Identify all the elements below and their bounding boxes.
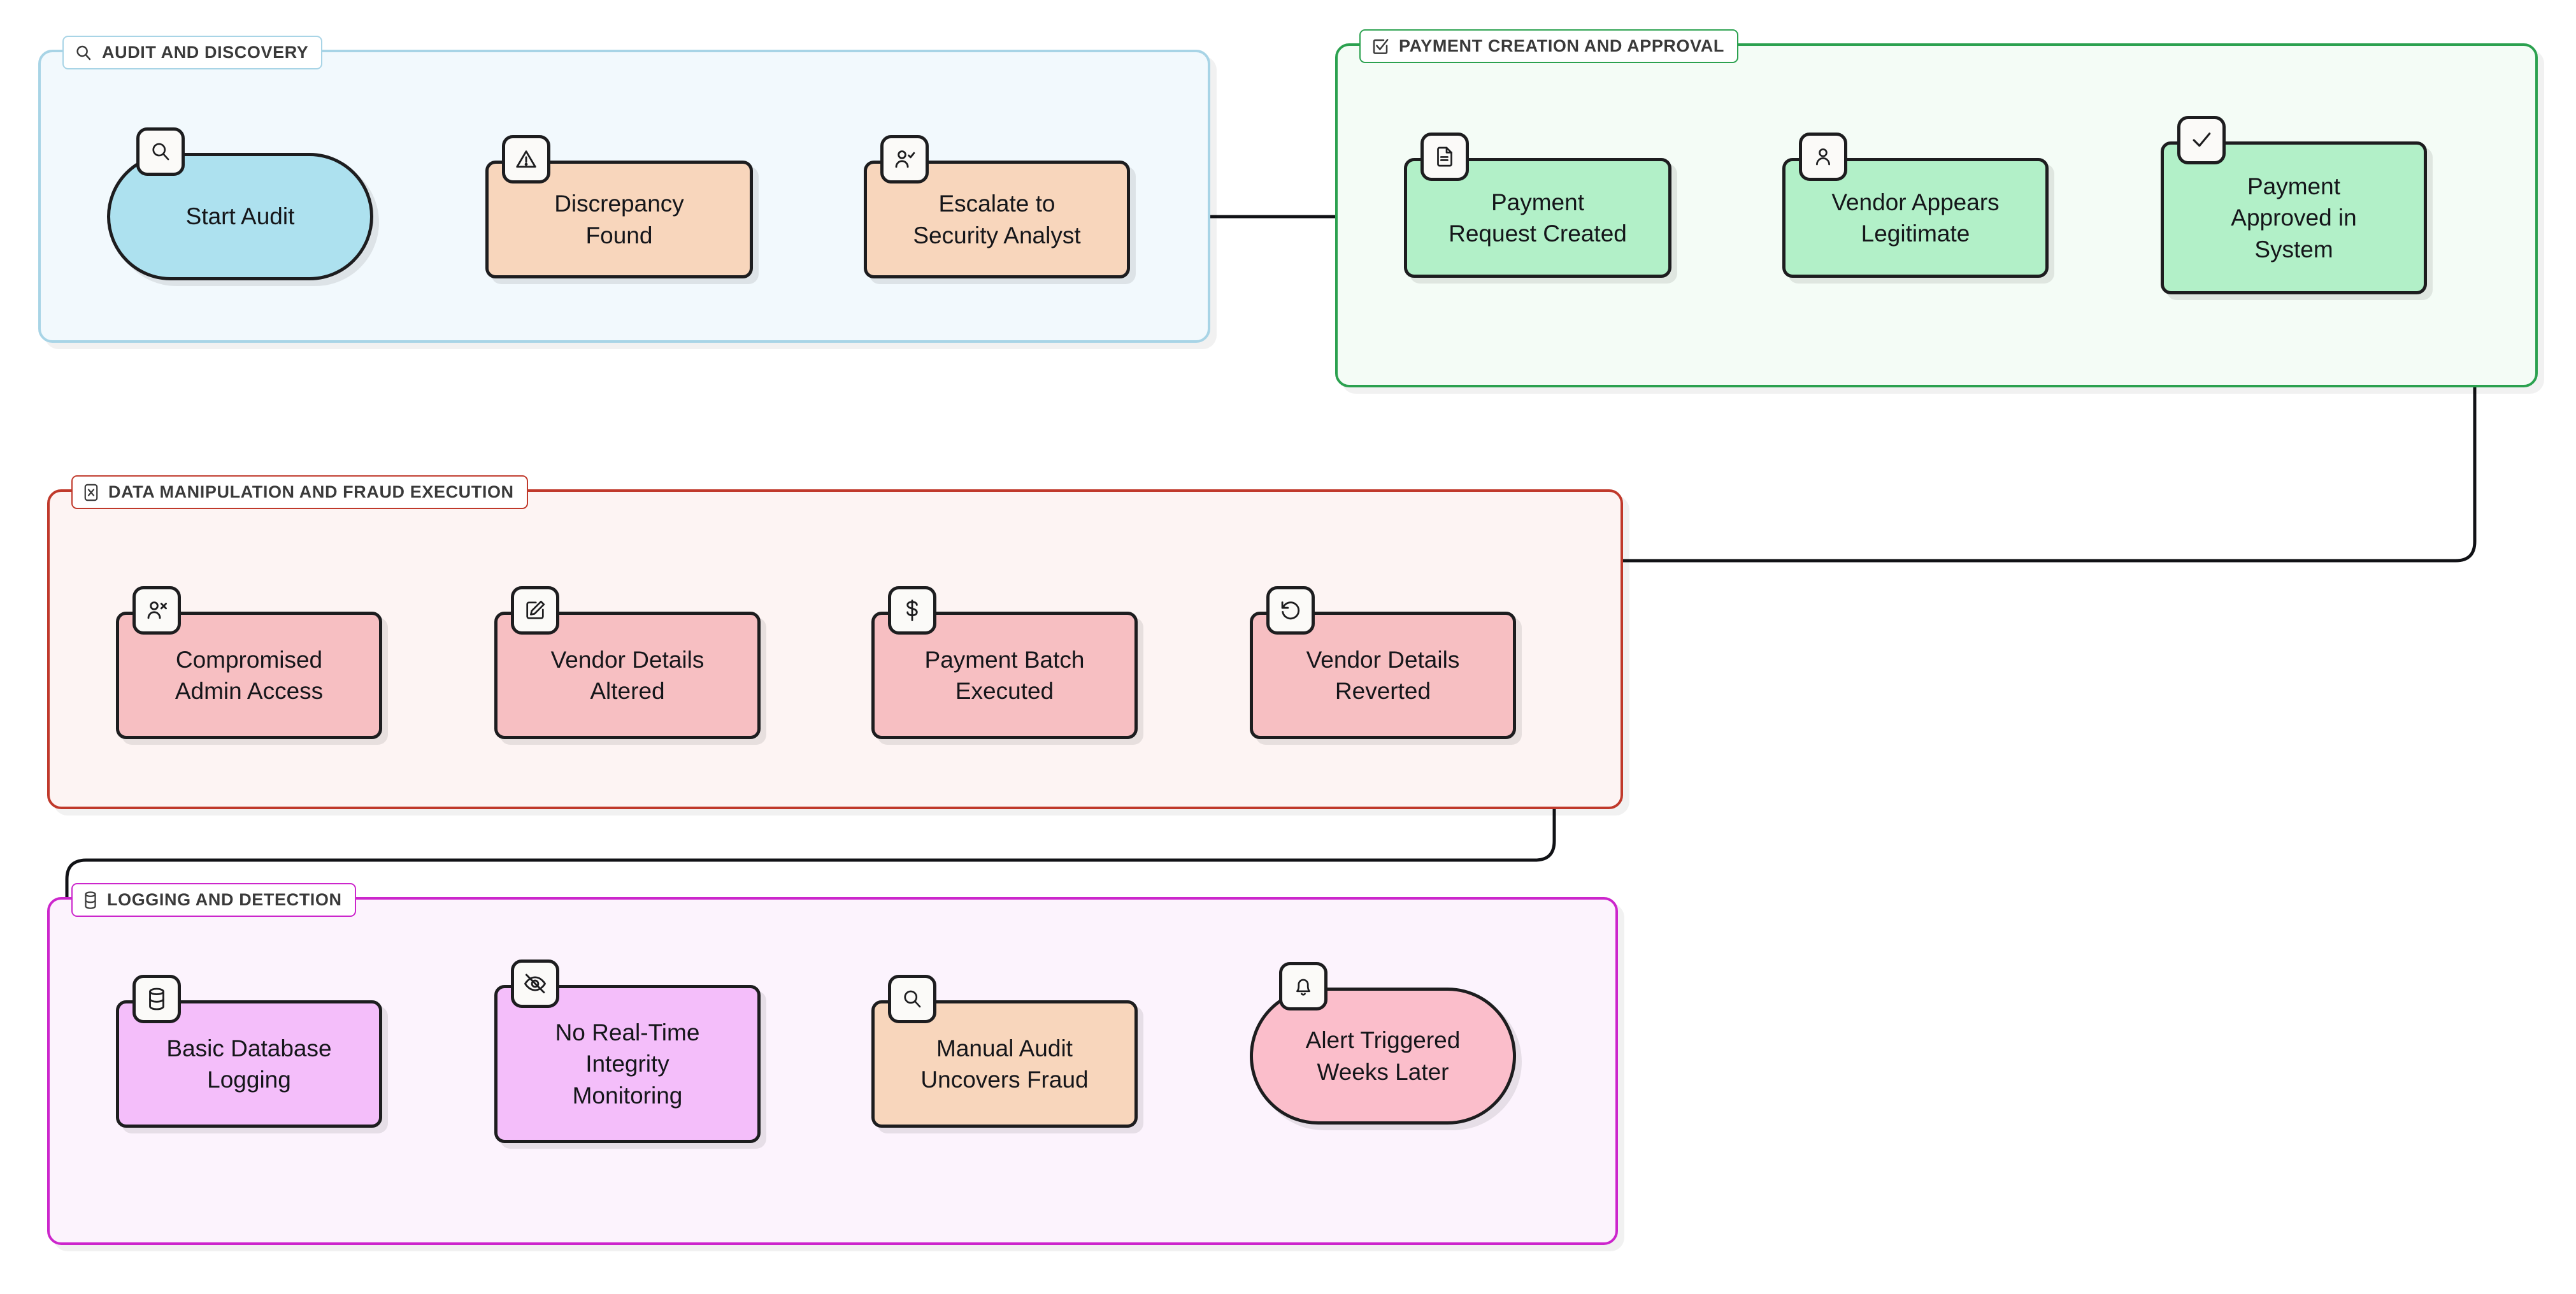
node-payment-approved-in-system[interactable]: Payment Approved in System [2161, 141, 2427, 294]
user-x-icon [132, 586, 181, 635]
node-label: Compromised Admin Access [175, 646, 324, 704]
check-icon [2177, 116, 2226, 164]
cluster-label-logging-and-detection: LOGGING AND DETECTION [71, 883, 356, 917]
node-label: Vendor Appears Legitimate [1831, 189, 2000, 247]
node-label: Vendor Details Reverted [1306, 646, 1460, 704]
search-icon [888, 975, 936, 1023]
eye-off-icon [511, 960, 559, 1008]
database-icon [132, 975, 181, 1023]
x-square-icon [83, 483, 99, 502]
file-text-icon [1420, 133, 1469, 181]
search-icon [74, 43, 93, 62]
alert-triangle-icon [502, 135, 550, 183]
cluster-title: DATA MANIPULATION AND FRAUD EXECUTION [108, 482, 514, 501]
cluster-title: LOGGING AND DETECTION [107, 890, 342, 909]
node-label: Vendor Details Altered [550, 646, 705, 704]
node-label: Escalate to Security Analyst [913, 191, 1081, 248]
node-label: Start Audit [185, 203, 295, 230]
user-check-icon [880, 135, 929, 183]
node-label: Manual Audit Uncovers Fraud [920, 1035, 1089, 1093]
cluster-title: PAYMENT CREATION AND APPROVAL [1399, 36, 1724, 55]
node-compromised-admin-access[interactable]: Compromised Admin Access [116, 612, 382, 739]
node-no-real-time-integrity-monitoring[interactable]: No Real-Time Integrity Monitoring [494, 985, 761, 1143]
node-vendor-details-altered[interactable]: Vendor Details Altered [494, 612, 761, 739]
cluster-label-payment-creation-and-approval: PAYMENT CREATION AND APPROVAL [1359, 29, 1738, 63]
database-icon [83, 891, 98, 910]
cluster-label-data-manipulation-and-fraud-execution: DATA MANIPULATION AND FRAUD EXECUTION [71, 475, 528, 509]
node-label: Payment Batch Executed [924, 646, 1085, 704]
edit-square-icon [511, 586, 559, 635]
node-alert-triggered-weeks-later[interactable]: Alert Triggered Weeks Later [1250, 988, 1516, 1125]
rotate-ccw-icon [1266, 586, 1315, 635]
node-label: No Real-Time Integrity Monitoring [555, 1019, 700, 1109]
node-label: Basic Database Logging [166, 1035, 332, 1093]
search-icon [136, 127, 185, 176]
cluster-title: AUDIT AND DISCOVERY [102, 43, 309, 62]
node-label: Discrepancy Found [554, 191, 684, 248]
node-label: Payment Approved in System [2231, 173, 2357, 262]
bell-icon [1279, 962, 1327, 1010]
dollar-icon [888, 586, 936, 635]
node-label: Alert Triggered Weeks Later [1305, 1027, 1461, 1085]
user-icon [1799, 133, 1847, 181]
cluster-label-audit-and-discovery: AUDIT AND DISCOVERY [62, 36, 323, 69]
check-square-icon [1371, 37, 1390, 56]
node-label: Payment Request Created [1449, 189, 1627, 247]
